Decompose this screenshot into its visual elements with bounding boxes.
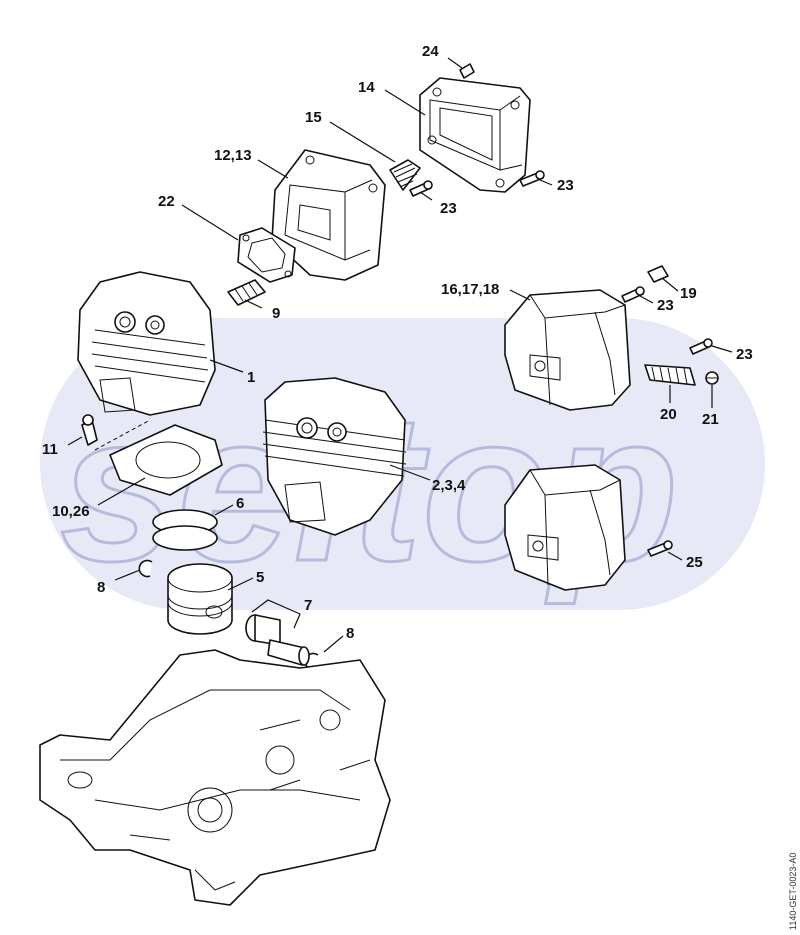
screw-23-c [621,286,645,303]
screw-21 [705,371,719,385]
callout-5: 5 [256,569,264,586]
callout-23-c: 23 [657,297,674,314]
callout-16-17-18: 16,17,18 [441,281,499,298]
callout-11: 11 [42,441,58,458]
screw-24 [459,63,475,79]
crankcase [39,649,391,906]
circlip-8-a [138,559,153,578]
callout-labels: 24 14 15 12,13 23 23 22 9 1 11 10,26 2,3… [42,43,753,642]
cylinder-2-3-4 [262,377,407,536]
cylinder-1 [77,271,216,416]
screw-25 [647,540,673,557]
callout-14: 14 [358,79,375,96]
callout-24: 24 [422,43,439,60]
callout-8-a: 8 [97,579,105,596]
muffler-16-17-18 [504,289,631,411]
gasket-22 [237,227,296,283]
screw-23-a [409,180,433,197]
callout-19: 19 [680,285,697,302]
screw-11 [81,414,98,446]
callout-23-d: 23 [736,346,753,363]
clip-19 [647,265,669,283]
callout-23-a: 23 [440,200,457,217]
piston-rings-6 [152,509,218,551]
callout-21: 21 [702,411,719,428]
callout-7: 7 [304,597,312,614]
callout-20: 20 [660,406,677,423]
cylinder-gasket-10-26 [94,419,223,496]
drawing-code: 1140-GET-0023-A0 [788,853,798,930]
callout-10-26: 10,26 [52,503,90,520]
muffler-lower [504,464,626,591]
screen-20 [644,364,696,386]
callout-23-b: 23 [557,177,574,194]
screw-23-b [519,170,545,187]
callout-2-3-4: 2,3,4 [432,477,466,494]
callout-25: 25 [686,554,703,571]
callout-22: 22 [158,193,175,210]
callout-12-13: 12,13 [214,147,252,164]
piston-5 [167,563,233,635]
callout-1: 1 [247,369,255,386]
screw-23-d [689,338,713,355]
decompression-valve-9 [227,279,266,306]
callout-6: 6 [236,495,244,512]
spark-arrest-screen-15 [389,159,421,191]
muffler-cover-14 [419,77,531,193]
callout-8-b: 8 [346,625,354,642]
callout-9: 9 [272,305,280,322]
needle-cage-pin-7 [245,614,310,666]
callout-15: 15 [305,109,322,126]
leader-lines [67,57,733,653]
